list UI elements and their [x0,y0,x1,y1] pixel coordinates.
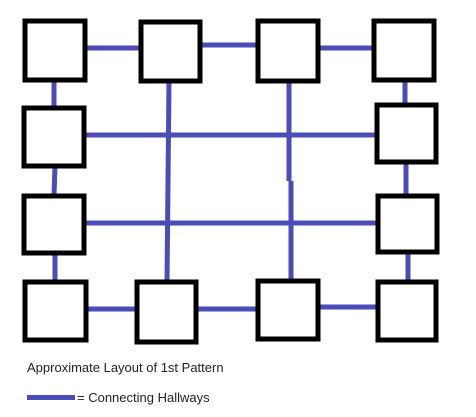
room-r4-c3 [255,278,321,342]
hallway-col2-long [164,80,172,283]
room-r1-c3 [255,18,321,84]
room-r4-c2 [134,279,199,345]
hallways [51,42,411,312]
room-r4-c1 [22,279,89,343]
room-r1-c4 [371,18,437,83]
room-r1-c1 [22,18,88,83]
room-r2-c1 [21,105,87,169]
room-r1-c2 [138,19,203,84]
hallway-c1-r2-r3 [51,165,58,197]
room-r3-c4 [375,193,440,255]
rooms [21,18,440,345]
room-r2-c4 [374,102,439,165]
diagram-caption: Approximate Layout of 1st Pattern [27,360,224,375]
legend-label: = Connecting Hallways [77,390,210,405]
room-r3-c1 [21,193,87,256]
legend: = Connecting Hallways [27,390,210,405]
room-r4-c4 [375,279,439,343]
legend-hallway-swatch [27,395,75,400]
